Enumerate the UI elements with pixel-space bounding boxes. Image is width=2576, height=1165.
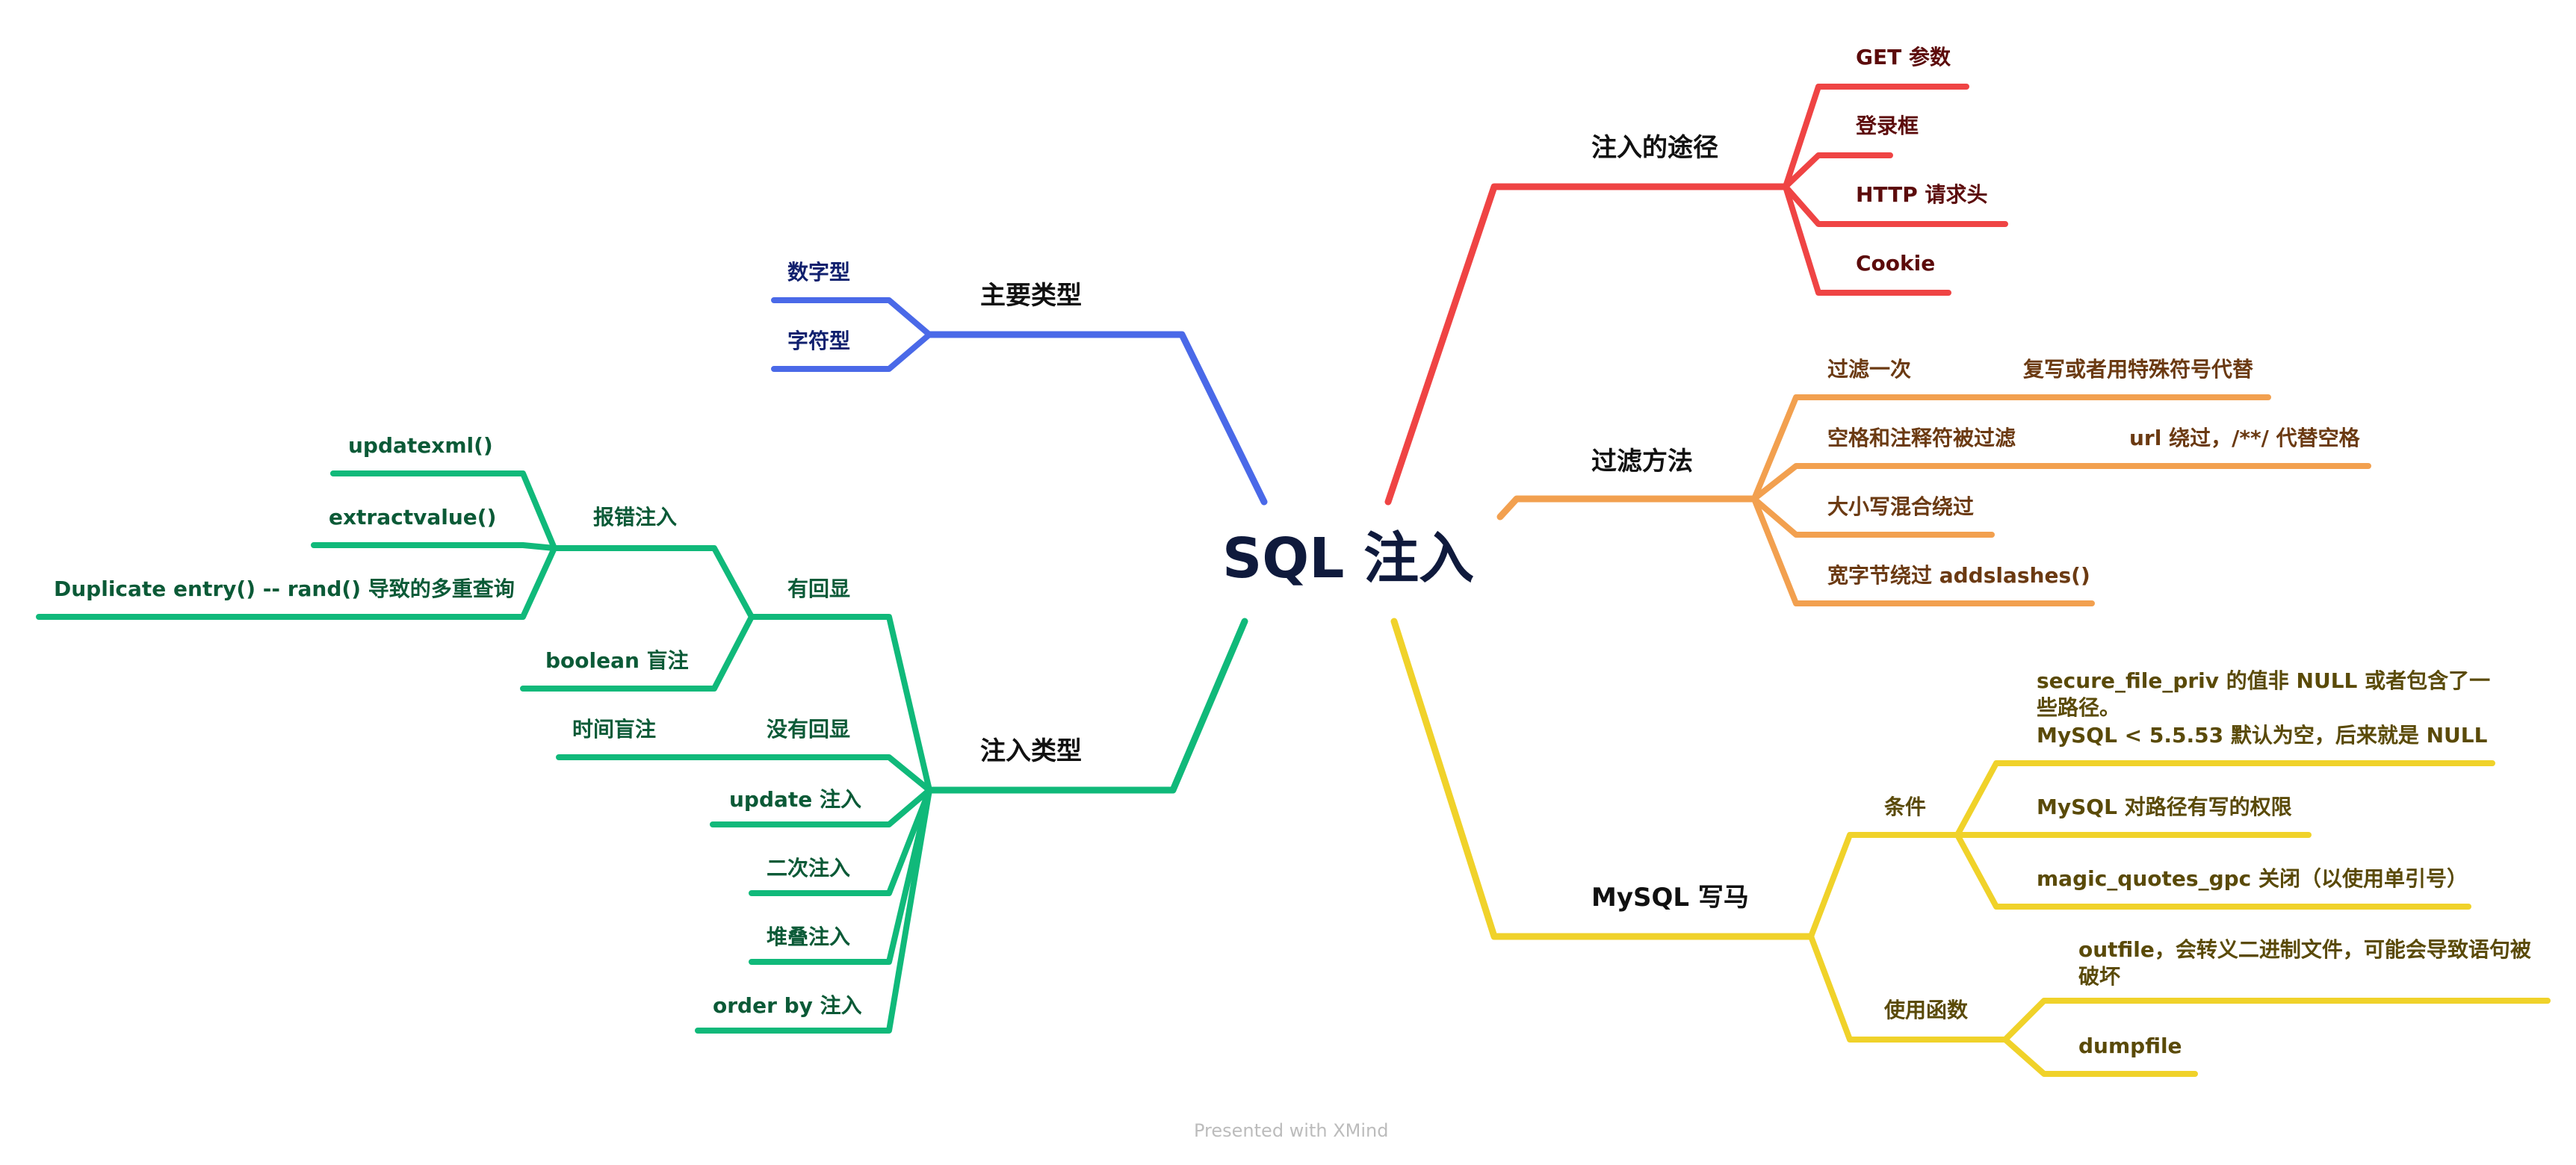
error-function[interactable]: Duplicate entry() -- rand() 导致的多重查询 xyxy=(54,577,515,601)
connector-injection-types xyxy=(926,618,1248,794)
connector-boolean xyxy=(520,614,755,692)
topic-filter[interactable]: 过滤方法 xyxy=(1591,447,1693,476)
subtopic-type[interactable]: 字符型 xyxy=(787,329,851,353)
subtopic-filter[interactable]: 宽字节绕过 addslashes() xyxy=(1827,563,2090,588)
condition-item[interactable]: MySQL 对路径有写的权限 xyxy=(2037,795,2292,819)
connector-type-item xyxy=(771,297,932,338)
subtopic-error-injection[interactable]: 报错注入 xyxy=(593,505,678,529)
subtopic-boolean[interactable]: boolean 盲注 xyxy=(545,648,689,673)
connector-filter-item xyxy=(1751,463,2371,502)
subtopic-functions[interactable]: 使用函数 xyxy=(1884,998,1969,1022)
connector-function-item xyxy=(2002,1037,2198,1077)
connector-condition-item xyxy=(1954,760,2495,838)
topic-main-types[interactable]: 主要类型 xyxy=(980,281,1082,311)
connector-route-item xyxy=(1783,184,2008,227)
connector-error-injection xyxy=(551,545,755,620)
subtopic-other[interactable]: update 注入 xyxy=(729,787,862,812)
connector-mysql xyxy=(1390,618,1815,940)
subtopic-route[interactable]: GET 参数 xyxy=(1856,45,1951,69)
subtopic-filter[interactable]: 大小写混合绕过 xyxy=(1827,494,1975,519)
connector-filter-item xyxy=(1751,496,1995,538)
topic-injection-types[interactable]: 注入类型 xyxy=(980,736,1082,766)
root-topic[interactable]: SQL 注入 xyxy=(1222,526,1475,591)
connector-filter-item xyxy=(1751,394,2271,502)
subtopic-route[interactable]: Cookie xyxy=(1856,251,1936,276)
subtopic-other[interactable]: 二次注入 xyxy=(767,856,851,880)
subtopic-conditions[interactable]: 条件 xyxy=(1884,795,1927,819)
connector-route-item xyxy=(1783,152,1893,190)
connector-other xyxy=(695,787,932,1034)
topic-routes[interactable]: 注入的途径 xyxy=(1591,133,1718,163)
condition-item[interactable]: magic_quotes_gpc 关闭（以使用单引号） xyxy=(2037,866,2468,891)
connector-error-function xyxy=(311,542,557,551)
connector-other xyxy=(749,787,932,896)
subtopic-other[interactable]: 堆叠注入 xyxy=(767,925,851,949)
subtopic-no-echo[interactable]: 没有回显 xyxy=(767,717,851,742)
subtopic-echo[interactable]: 有回显 xyxy=(787,577,851,601)
subtopic-time-blind[interactable]: 时间盲注 xyxy=(572,717,657,742)
subtopic-type[interactable]: 数字型 xyxy=(787,260,851,285)
subtopic-filter[interactable]: 空格和注释符被过滤 xyxy=(1827,426,2016,450)
subtopic-route[interactable]: HTTP 请求头 xyxy=(1856,182,1988,207)
subtopic-filter[interactable]: 过滤一次 xyxy=(1827,357,1912,382)
condition-item[interactable]: secure_file_priv 的值非 NULL 或者包含了一些路径。 MyS… xyxy=(2037,668,2491,748)
connector-routes xyxy=(1384,183,1789,506)
connector-main-types xyxy=(926,331,1268,506)
footer-credit: Presented with XMind xyxy=(1194,1120,1389,1141)
subtopic-other[interactable]: order by 注入 xyxy=(713,993,862,1018)
connector-function-item xyxy=(2002,998,2551,1043)
connector-no-echo xyxy=(556,754,932,793)
connector-error-function xyxy=(330,470,557,551)
connector-filter xyxy=(1496,495,1758,521)
connector-error-function xyxy=(36,545,557,620)
connector-conditions xyxy=(1808,832,1960,939)
error-function[interactable]: updatexml() xyxy=(348,433,493,458)
connector-other xyxy=(710,787,932,827)
function-item[interactable]: dumpfile xyxy=(2078,1034,2182,1058)
filter-detail[interactable]: url 绕过，/**/ 代替空格 xyxy=(2129,426,2360,450)
connector-functions xyxy=(1808,933,2008,1043)
connector-other xyxy=(749,787,932,965)
connector-route-item xyxy=(1783,84,1969,190)
connector-echo xyxy=(749,614,932,793)
connector-filter-item xyxy=(1751,496,2095,606)
topic-mysql[interactable]: MySQL 写马 xyxy=(1591,883,1749,913)
filter-detail[interactable]: 复写或者用特殊符号代替 xyxy=(2023,357,2254,382)
subtopic-route[interactable]: 登录框 xyxy=(1856,114,1919,138)
error-function[interactable]: extractvalue() xyxy=(329,505,497,529)
connector-type-item xyxy=(771,332,932,372)
function-item[interactable]: outfile，会转义二进制文件，可能会导致语句被破坏 xyxy=(2078,937,2531,990)
connector-condition-item xyxy=(1954,832,2471,910)
connector-route-item xyxy=(1783,184,1951,296)
